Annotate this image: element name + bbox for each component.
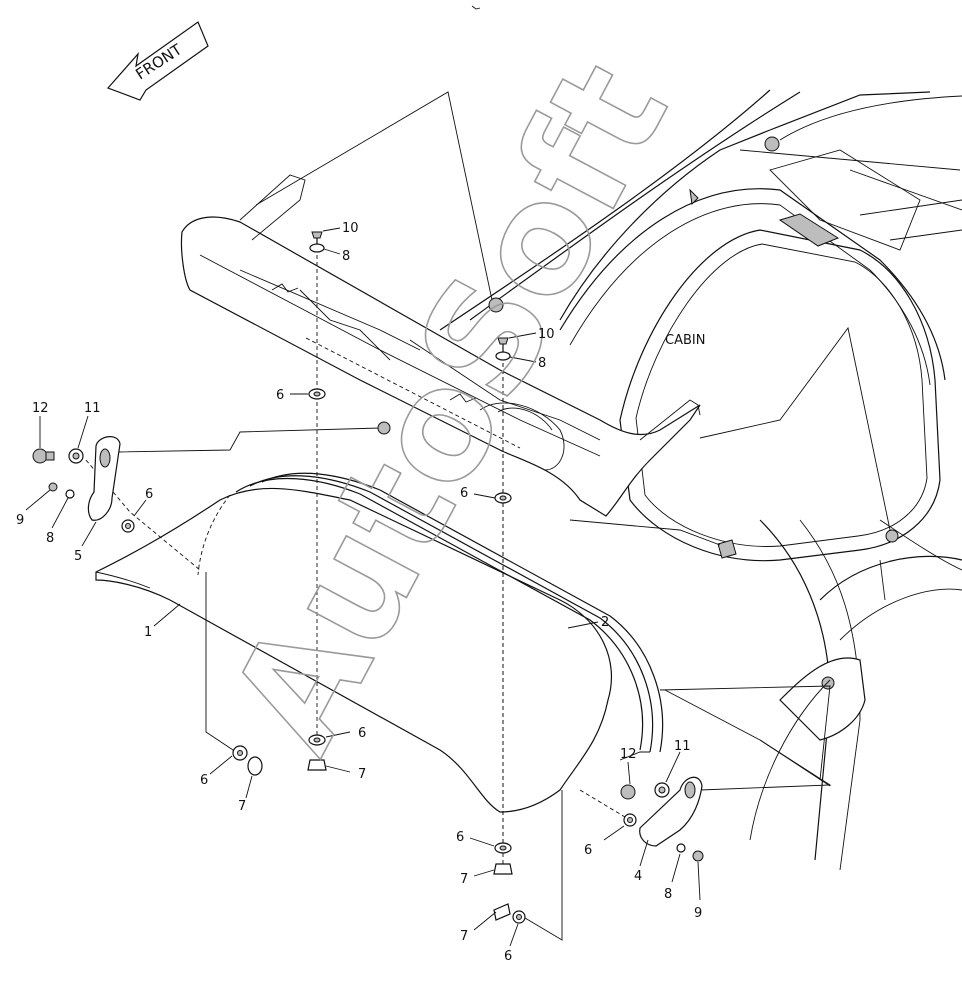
right-hinge-hardware	[620, 776, 704, 862]
callout-6: 6	[456, 830, 464, 845]
cabin-label: CABIN	[665, 333, 705, 348]
callout-8: 8	[538, 356, 546, 371]
washer-8-icon	[65, 489, 75, 499]
center-fasteners	[232, 231, 526, 924]
top-mark	[471, 5, 481, 10]
callout-11: 11	[674, 739, 691, 754]
bolt-12-right-icon	[620, 784, 636, 800]
callout-7: 7	[460, 929, 468, 944]
callout-7: 7	[358, 767, 366, 782]
bolt-12-icon	[32, 448, 48, 464]
assembly-lines	[85, 91, 891, 941]
callout-8: 8	[342, 249, 350, 264]
callout-11: 11	[84, 401, 101, 416]
front-direction-arrow: FRONT	[106, 21, 209, 101]
callout-5: 5	[74, 549, 82, 564]
callout-9: 9	[694, 906, 702, 921]
callout-6: 6	[460, 486, 468, 501]
callout-2: 2	[601, 615, 609, 630]
callout-7: 7	[460, 872, 468, 887]
callout-6: 6	[504, 949, 512, 964]
upper-channel-shroud	[180, 174, 701, 517]
callout-9: 9	[16, 513, 24, 528]
callout-1: 1	[144, 625, 152, 640]
callout-labels: 10 8 6 10 8 6 12 11 9 8 5 6 1 2 6 7 6 7 …	[16, 221, 702, 964]
callout-6: 6	[200, 773, 208, 788]
leader-lines	[25, 227, 701, 947]
left-hinge-hardware	[32, 436, 135, 533]
callout-6: 6	[358, 726, 366, 741]
washer-8-right-icon	[676, 843, 686, 853]
bracket-5-icon	[87, 436, 121, 521]
seal-strip-part-2	[235, 472, 664, 761]
callout-10: 10	[538, 327, 555, 342]
callout-8: 8	[664, 887, 672, 902]
cabin-outline	[439, 89, 962, 871]
callout-12: 12	[32, 401, 49, 416]
callout-10: 10	[342, 221, 359, 236]
callout-6: 6	[584, 843, 592, 858]
callout-12: 12	[620, 747, 637, 762]
callout-6: 6	[145, 487, 153, 502]
screw-9-icon	[48, 482, 58, 492]
callout-7: 7	[238, 799, 246, 814]
panel-part-1	[95, 487, 612, 813]
callout-4: 4	[634, 869, 642, 884]
screw-9-right-icon	[692, 850, 704, 862]
callout-6: 6	[276, 388, 284, 403]
callout-8: 8	[46, 531, 54, 546]
